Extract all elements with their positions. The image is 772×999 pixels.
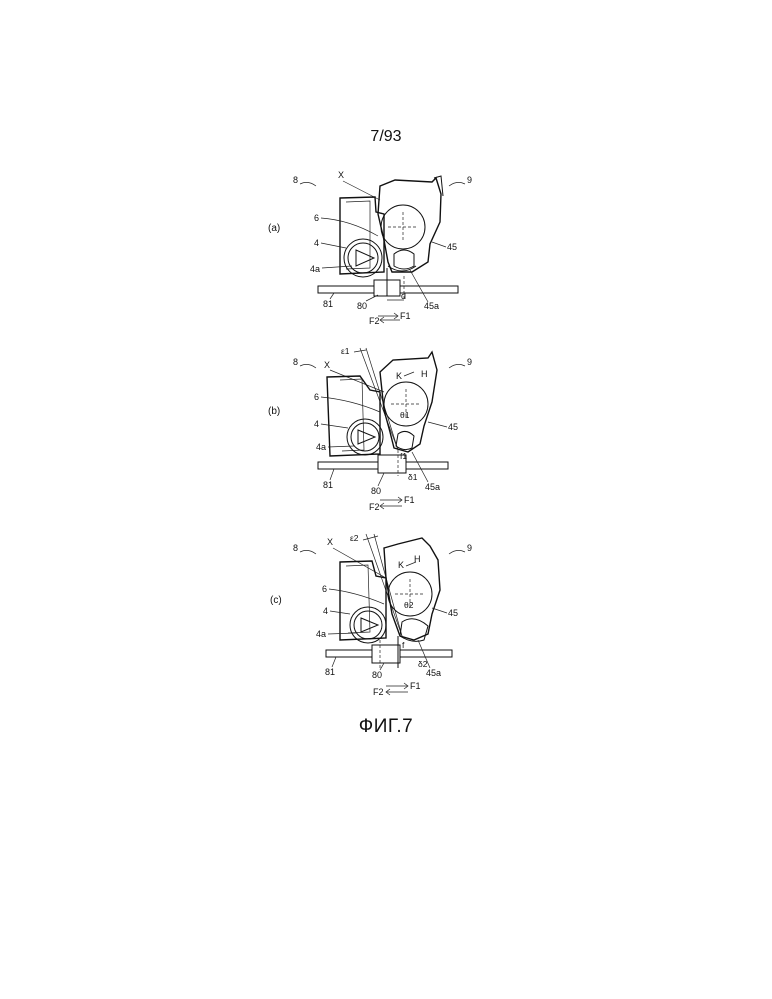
panel-c-contact: f [402,640,405,650]
panel-a-cover-tab-label: 45a [424,301,439,311]
panel-a: (a) 8 9 X 6 4 4a 45 [268,170,472,326]
panel-c: (c) 8 9 X ε2 K H θ2 f δ2 6 4 4a [270,533,472,697]
panel-b-slider-label: 80 [371,486,381,496]
panel-b-drum-core-label: 4a [316,442,326,452]
panel-c-tilt: ε2 [350,533,359,543]
panel-b: (b) 8 9 X ε1 K H θ1 f1 δ1 6 4 4a [268,346,472,512]
figure-caption: ФИГ.7 [0,716,772,738]
panel-a-rail-label: 81 [323,299,333,309]
panel-a-gap-label: d [401,291,406,301]
panel-a-axis: X [338,170,344,180]
panel-a-cover-label: 45 [447,242,457,252]
panel-a-drum-core-label: 4a [310,264,320,274]
panel-c-rail-label: 81 [325,667,335,677]
panel-c-tag: (c) [270,595,282,606]
panel-c-force-right: F1 [410,681,421,691]
panel-a-force-right: F1 [400,311,411,321]
panel-b-roller-label: 6 [314,392,319,402]
panel-a-left-unit: 8 [293,175,298,185]
panel-c-axis: X [327,537,333,547]
panel-b-left-unit: 8 [293,357,298,367]
panel-b-tag: (b) [268,406,280,417]
panel-c-left-unit: 8 [293,543,298,553]
panel-c-cover-tab-label: 45a [426,668,441,678]
panel-a-tag: (a) [268,223,280,234]
panel-b-rot-h: H [421,369,428,379]
panel-b-force-right: F1 [404,495,415,505]
panel-c-roller-label: 6 [322,584,327,594]
panel-b-rot-k: K [396,371,402,381]
panel-b-angle: θ1 [400,410,410,420]
panel-b-force-left: F2 [369,502,380,512]
panel-a-drum-label: 4 [314,238,319,248]
panel-c-rot-h: H [414,554,421,564]
panel-c-right-unit: 9 [467,543,472,553]
panel-b-tilt: ε1 [341,346,350,356]
panel-b-cover-label: 45 [448,422,458,432]
panel-c-drum-core-label: 4a [316,629,326,639]
panel-c-cover-label: 45 [448,608,458,618]
panel-c-rot-k: K [398,560,404,570]
panel-a-right-unit: 9 [467,175,472,185]
panel-c-angle: θ2 [404,600,414,610]
panel-a-roller-label: 6 [314,213,319,223]
panel-a-slider-label: 80 [357,301,367,311]
panel-b-contact: f1 [400,451,407,461]
panel-c-slider-label: 80 [372,670,382,680]
panel-a-force-left: F2 [369,316,380,326]
panel-b-cover-tab-label: 45a [425,482,440,492]
panel-b-axis: X [324,360,330,370]
panel-c-drum-label: 4 [323,606,328,616]
panel-b-rail-label: 81 [323,480,333,490]
panel-a-right-unit-body [378,178,441,272]
panel-b-drum-label: 4 [314,419,319,429]
panel-b-shift: δ1 [408,472,418,482]
panel-b-right-unit: 9 [467,357,472,367]
panel-c-force-left: F2 [373,687,384,697]
